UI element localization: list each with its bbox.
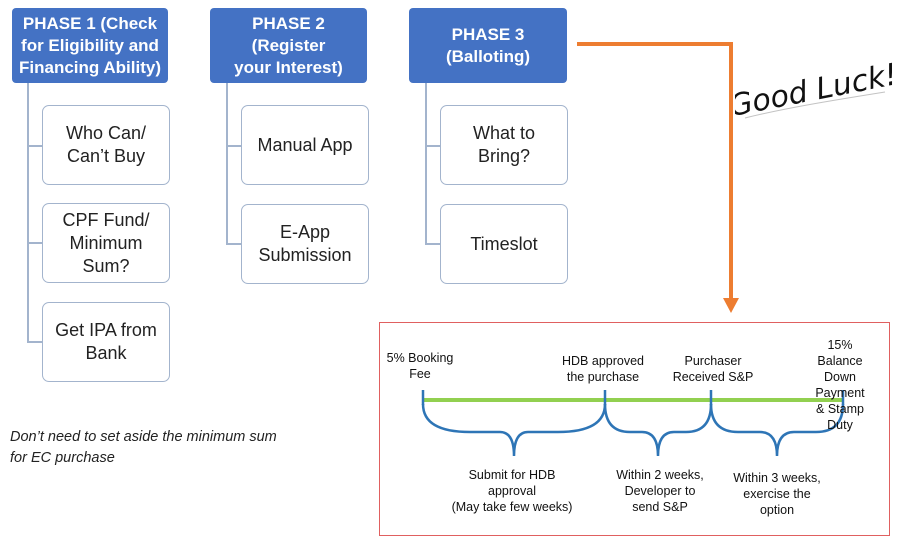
phase-3-item: Timeslot xyxy=(440,204,568,284)
phase-1-branch xyxy=(27,242,42,244)
phase-2-branch xyxy=(226,243,241,245)
phase-3-connector xyxy=(425,83,427,244)
milestone-label: 5% Booking Fee xyxy=(386,351,454,381)
phase-1-branch xyxy=(27,341,42,343)
ec-note: Don’t need to set aside the minimum sum … xyxy=(10,429,277,466)
phase-1-header: PHASE 1 (Check for Eligibility and Finan… xyxy=(12,8,168,83)
payment-timeline xyxy=(379,322,890,536)
phase-2-item: Manual App xyxy=(241,105,369,185)
phase-2-branch xyxy=(226,145,241,147)
milestone-label: Purchaser Received S&P xyxy=(672,354,754,384)
phase-3-branch xyxy=(425,243,440,245)
phase-1-item: Who Can/ Can’t Buy xyxy=(42,105,170,185)
phase-1-branch xyxy=(27,145,42,147)
phase-3-branch xyxy=(425,145,440,147)
phase-3-header: PHASE 3 (Balloting) xyxy=(409,8,567,83)
milestone-label: 15% Balance Down Payment & Stamp Duty xyxy=(815,338,865,432)
milestone-label: HDB approved the purchase xyxy=(562,354,644,384)
good-luck-text: Good Luck! xyxy=(735,57,895,124)
duration-label: Within 2 weeks, Developer to send S&P xyxy=(616,468,704,514)
good-luck-handwriting: Good Luck! xyxy=(735,57,895,124)
phase-3-item: What to Bring? xyxy=(440,105,568,185)
phase-1-item: Get IPA from Bank xyxy=(42,302,170,382)
phase-2-header: PHASE 2 (Register your Interest) xyxy=(210,8,367,83)
duration-label: Submit for HDB approval (May take few we… xyxy=(451,468,573,514)
phase-1-item: CPF Fund/ Minimum Sum? xyxy=(42,203,170,283)
phase-2-connector xyxy=(226,83,228,244)
duration-label: Within 3 weeks, exercise the option xyxy=(733,471,821,517)
phase-1-connector xyxy=(27,83,29,342)
phase-2-item: E-App Submission xyxy=(241,204,369,284)
